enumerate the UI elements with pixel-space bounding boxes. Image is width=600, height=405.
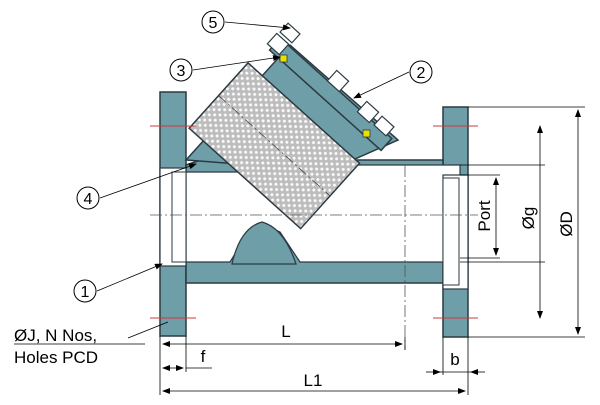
- callout-5-label: 5: [209, 15, 218, 32]
- bottom-dimensions: [159, 336, 485, 395]
- holes-note-line2: Holes PCD: [14, 348, 98, 367]
- dim-L-label: L: [281, 322, 290, 341]
- callout-4: 4: [76, 163, 197, 210]
- callout-4-label: 4: [84, 191, 93, 208]
- centerlines: [150, 165, 478, 350]
- right-dimensions: [460, 106, 585, 338]
- strainer-screen: [188, 61, 361, 230]
- inlet-step-inner: [171, 171, 187, 263]
- gasket-bottom: [362, 129, 371, 138]
- bolt-mid: [326, 69, 350, 93]
- bolt-right: [356, 100, 380, 124]
- dim-L1-label: L1: [304, 371, 323, 390]
- dim-D-label: ØD: [557, 211, 576, 237]
- dim-f-label: f: [201, 347, 206, 366]
- dim-g-label: Øg: [519, 207, 538, 230]
- bolt-right-head: [373, 115, 395, 137]
- y-junction-rib: [231, 221, 297, 265]
- callout-1: 1: [73, 263, 163, 303]
- dim-port-label: Port: [475, 200, 494, 231]
- bolt-center-marks: [150, 125, 478, 319]
- outlet-step-inner: [442, 177, 460, 286]
- bolt-top: [266, 32, 290, 56]
- callout-3-label: 3: [177, 63, 186, 80]
- callout-5: 5: [201, 10, 291, 34]
- holes-note-line1: ØJ, N Nos,: [14, 326, 97, 345]
- holes-note-leader: [127, 321, 169, 339]
- callout-3: 3: [169, 55, 281, 82]
- callout-2: 2: [353, 60, 433, 99]
- dim-b-label: b: [450, 350, 459, 369]
- strainer-body: [159, 43, 469, 338]
- gasket-top: [279, 54, 288, 63]
- callout-2-label: 2: [417, 65, 426, 82]
- callout-1-label: 1: [81, 284, 90, 301]
